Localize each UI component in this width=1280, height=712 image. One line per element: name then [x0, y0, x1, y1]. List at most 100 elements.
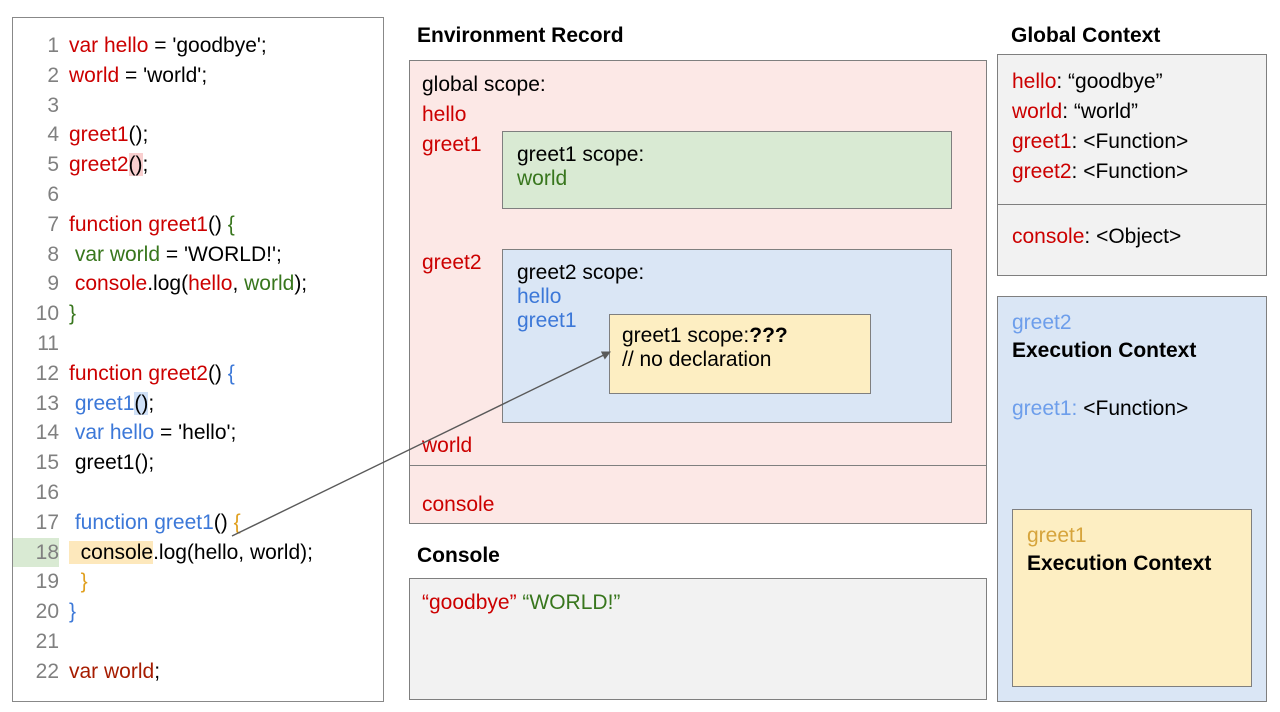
global-entry-hello-value: “goodbye”: [1068, 70, 1163, 93]
nested-greet1-scope-box: greet1 scope:??? // no declaration: [609, 314, 871, 394]
code-line-number: 8: [47, 242, 59, 266]
code-line: 21: [13, 627, 383, 657]
code-line-text: world = 'world';: [59, 61, 207, 91]
code-line-text: greet1();: [59, 120, 148, 150]
code-line: 19 }: [13, 567, 383, 597]
global-entry-hello: hello: “goodbye”: [1012, 67, 1266, 97]
code-line-number: 22: [35, 659, 59, 683]
code-token: ;: [154, 659, 161, 683]
code-line: 15 greet1();: [13, 448, 383, 478]
code-token: (): [213, 510, 234, 534]
code-line-number: 16: [35, 480, 59, 504]
global-entry-world-value: “world”: [1073, 100, 1139, 123]
code-token: var world: [69, 659, 155, 683]
nested-scope-title-text: greet1 scope:: [622, 324, 750, 347]
code-line-text: console.log(hello, world);: [59, 269, 307, 299]
env-var-world: world: [422, 434, 473, 457]
code-line: 6: [13, 180, 383, 210]
global-entry-hello-key: hello: [1012, 70, 1057, 93]
code-token: ;: [142, 153, 149, 177]
global-entry-greet2-sep: :: [1071, 160, 1084, 183]
code-line-text: function greet2() {: [59, 359, 235, 389]
greet1-scope-var-world: world: [517, 167, 568, 190]
code-line-number: 7: [47, 212, 59, 236]
code-line-text: }: [59, 567, 88, 597]
code-line-number: 9: [47, 272, 59, 296]
code-token: function greet1: [69, 510, 214, 534]
code-line-text: var hello = 'goodbye';: [59, 31, 267, 61]
greet2-context-binding: greet1: <Function>: [1012, 397, 1188, 421]
global-entry-greet1-key: greet1: [1012, 130, 1072, 153]
code-token: =: [148, 34, 173, 57]
code-token: (): [207, 361, 228, 385]
code-token: var world: [69, 242, 161, 266]
code-token: }: [69, 570, 88, 594]
code-line-number: 14: [35, 421, 59, 445]
code-line-text: function greet1() {: [59, 210, 235, 240]
greet2-context-binding-sep: :: [1071, 397, 1078, 420]
code-line-number: 4: [47, 123, 59, 147]
greet2-context-binding-value: <Function>: [1083, 397, 1189, 420]
code-line: 13 greet1();: [13, 389, 383, 419]
code-line-text: greet1();: [59, 389, 154, 419]
code-line-number: 12: [35, 361, 59, 385]
code-line-text: greet2();: [59, 150, 148, 180]
code-token: (): [207, 212, 228, 236]
code-line-number: 19: [35, 570, 59, 594]
code-token: );: [294, 272, 308, 296]
code-line: 20}: [13, 597, 383, 627]
code-token: = 'world';: [119, 63, 208, 87]
greet2-scope-var-greet1: greet1: [517, 309, 577, 332]
code-line-number: 5: [47, 153, 59, 177]
code-token: function greet2: [69, 361, 208, 385]
code-token: ,: [232, 272, 245, 296]
code-token: console: [69, 272, 148, 296]
code-token: function greet1: [69, 212, 208, 236]
code-line-text: function greet1() {: [59, 508, 241, 538]
code-line-number: 21: [35, 629, 59, 653]
code-token: (): [134, 391, 149, 415]
global-entry-console-value: <Object>: [1096, 225, 1182, 248]
global-entry-greet1: greet1: <Function>: [1012, 127, 1266, 157]
code-line: 11: [13, 329, 383, 359]
greet1-execution-context-name: greet1: [1027, 524, 1087, 547]
env-var-console: console: [422, 493, 495, 516]
code-token: greet1: [69, 123, 129, 147]
nested-greet1-scope-title: greet1 scope:???: [610, 315, 870, 348]
greet1-scope-box: greet1 scope: world: [502, 131, 952, 209]
code-token: = 'hello';: [154, 421, 237, 445]
environment-record-heading: Environment Record: [417, 24, 624, 47]
code-token: console: [69, 540, 154, 564]
global-entry-greet2-key: greet2: [1012, 160, 1072, 183]
global-context-entry-list: hello: “goodbye” world: “world” greet1: …: [998, 55, 1266, 187]
code-token: ();: [128, 123, 149, 147]
nested-greet1-scope-note: // no declaration: [622, 348, 772, 371]
greet2-scope-box: greet2 scope: hello greet1 greet1 scope:…: [502, 249, 952, 423]
code-line-text: }: [59, 597, 76, 627]
code-line-number: 13: [35, 391, 59, 415]
global-entry-console: console: <Object>: [1012, 225, 1181, 249]
code-line: 17 function greet1() {: [13, 508, 383, 538]
global-entry-greet1-value: <Function>: [1083, 130, 1189, 153]
console-box: “goodbye” “WORLD!”: [409, 578, 987, 700]
code-token: }: [69, 302, 77, 326]
greet1-execution-context-subtitle: Execution Context: [1027, 552, 1212, 575]
code-line-text: var world;: [59, 657, 160, 687]
greet2-execution-context-name: greet2: [1012, 311, 1072, 334]
greet1-scope-title: greet1 scope:: [517, 143, 645, 166]
code-line-text: var world = 'WORLD!';: [59, 240, 282, 270]
code-token: greet1: [69, 391, 135, 415]
code-line: 18 console.log(hello, world);: [13, 537, 383, 568]
global-context-box: hello: “goodbye” world: “world” greet1: …: [997, 54, 1267, 276]
code-line-number: 1: [47, 34, 59, 57]
code-line-text: greet1();: [59, 448, 154, 478]
console-output-goodbye: “goodbye”: [422, 591, 517, 614]
code-token: var hello: [69, 34, 149, 57]
